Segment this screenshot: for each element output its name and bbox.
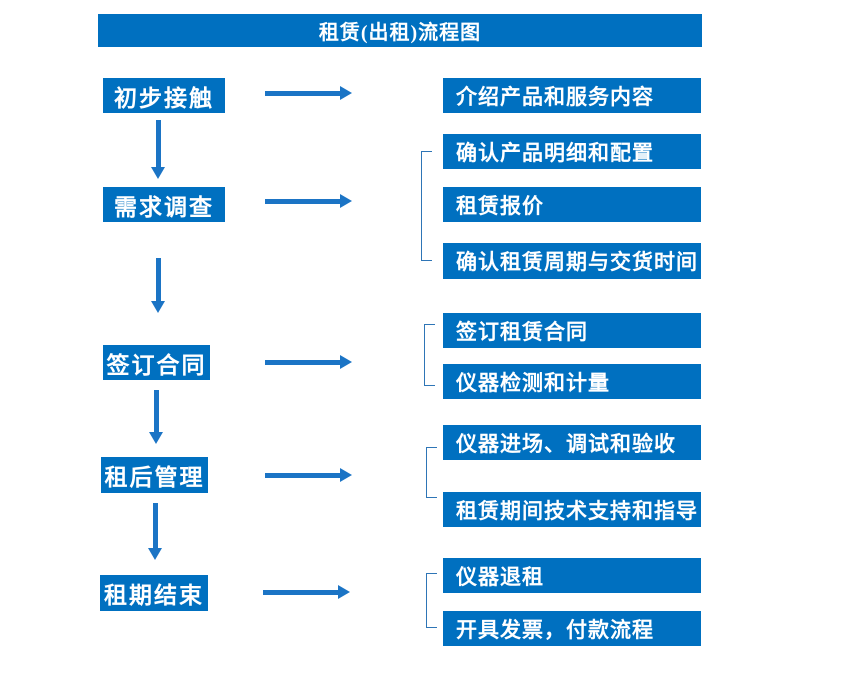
detail-label: 介绍产品和服务内容 bbox=[456, 84, 654, 109]
right-arrow-4 bbox=[265, 468, 352, 482]
arrow-shaft bbox=[265, 90, 341, 96]
detail-label: 确认租赁周期与交货时间 bbox=[456, 250, 698, 274]
detail-box-instrument-setup-acceptance: 仪器进场、调试和验收 bbox=[443, 425, 701, 460]
arrow-head-icon bbox=[151, 301, 165, 313]
step-label: 租后管理 bbox=[104, 465, 205, 490]
right-arrow-2 bbox=[265, 194, 352, 208]
detail-label: 签订租赁合同 bbox=[456, 319, 588, 344]
detail-box-confirm-product-details: 确认产品明细和配置 bbox=[443, 134, 701, 169]
group-bracket-post-rental bbox=[426, 447, 437, 498]
arrow-head-icon bbox=[340, 468, 352, 482]
arrow-shaft bbox=[263, 589, 339, 595]
step-box-sign-contract: 签订合同 bbox=[103, 345, 210, 380]
detail-box-invoice-payment: 开具发票，付款流程 bbox=[443, 611, 701, 646]
right-arrow-5 bbox=[263, 585, 350, 599]
detail-box-instrument-return: 仪器退租 bbox=[443, 558, 701, 593]
arrow-shaft bbox=[153, 390, 159, 433]
arrow-head-icon bbox=[151, 167, 165, 179]
arrow-shaft bbox=[155, 120, 161, 168]
title-bar: 租赁(出租)流程图 bbox=[98, 14, 702, 47]
step-label: 需求调查 bbox=[114, 194, 214, 220]
arrow-shaft bbox=[155, 258, 161, 302]
step-label: 初步接触 bbox=[114, 85, 214, 111]
arrow-shaft bbox=[265, 198, 341, 204]
arrow-shaft bbox=[265, 359, 341, 365]
right-arrow-1 bbox=[265, 86, 352, 100]
group-bracket-lease-end bbox=[426, 573, 437, 628]
step-box-lease-end: 租期结束 bbox=[100, 575, 208, 611]
arrow-head-icon bbox=[340, 86, 352, 100]
detail-label: 仪器退租 bbox=[456, 564, 544, 589]
step-label: 签订合同 bbox=[106, 352, 207, 378]
detail-box-confirm-period-delivery: 确认租赁周期与交货时间 bbox=[443, 243, 701, 279]
diagram-title: 租赁(出租)流程图 bbox=[318, 22, 482, 44]
down-arrow-2 bbox=[151, 258, 165, 313]
detail-box-introduce-products: 介绍产品和服务内容 bbox=[443, 78, 701, 113]
arrow-head-icon bbox=[148, 548, 162, 560]
arrow-head-icon bbox=[149, 432, 163, 444]
detail-box-instrument-testing: 仪器检测和计量 bbox=[443, 364, 701, 399]
step-box-initial-contact: 初步接触 bbox=[103, 78, 225, 113]
step-box-post-rental-management: 租后管理 bbox=[101, 457, 208, 493]
detail-box-rental-quote: 租赁报价 bbox=[443, 187, 701, 222]
arrow-head-icon bbox=[340, 355, 352, 369]
arrow-head-icon bbox=[338, 585, 350, 599]
right-arrow-3 bbox=[265, 355, 352, 369]
detail-box-tech-support: 租赁期间技术支持和指导 bbox=[443, 492, 701, 527]
step-label: 租期结束 bbox=[104, 583, 204, 608]
detail-label: 租赁期间技术支持和指导 bbox=[456, 498, 698, 523]
detail-label: 确认产品明细和配置 bbox=[456, 140, 654, 165]
detail-box-sign-lease-contract: 签订租赁合同 bbox=[443, 313, 701, 348]
group-bracket-demand-survey bbox=[421, 151, 432, 261]
down-arrow-3 bbox=[149, 390, 163, 444]
detail-label: 仪器检测和计量 bbox=[456, 370, 610, 395]
detail-label: 开具发票，付款流程 bbox=[456, 617, 654, 642]
arrow-shaft bbox=[152, 503, 158, 549]
group-bracket-sign-contract bbox=[424, 324, 435, 386]
detail-label: 租赁报价 bbox=[456, 193, 544, 218]
step-box-demand-survey: 需求调查 bbox=[103, 187, 225, 222]
detail-label: 仪器进场、调试和验收 bbox=[456, 431, 676, 456]
arrow-head-icon bbox=[340, 194, 352, 208]
down-arrow-4 bbox=[148, 503, 162, 560]
down-arrow-1 bbox=[151, 120, 165, 179]
arrow-shaft bbox=[265, 472, 341, 478]
